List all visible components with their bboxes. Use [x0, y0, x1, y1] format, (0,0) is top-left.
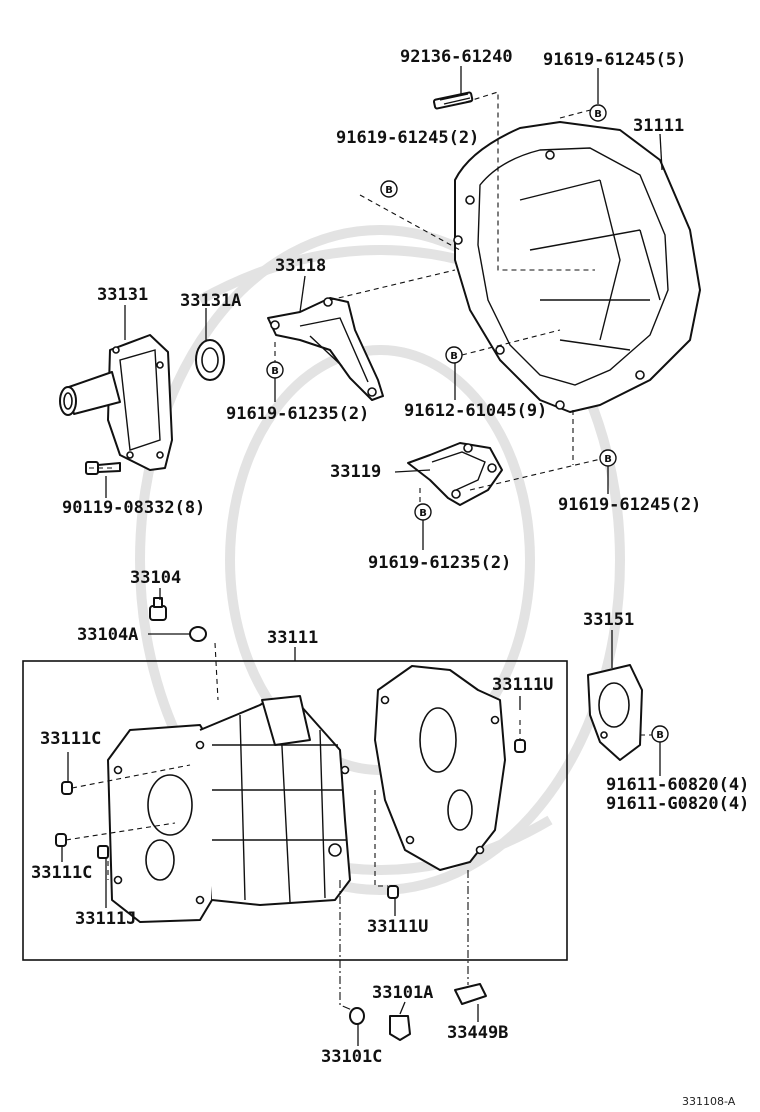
part-label: 91612-61045(9) [404, 401, 547, 421]
part-labels: 92136-61240 91619-61245(5) 91619-61245(2… [31, 47, 749, 1108]
bolt-marker-1: B [589, 104, 607, 122]
bolt-marker-3: B [266, 361, 284, 379]
svg-text:B: B [385, 185, 393, 196]
svg-text:B: B [604, 454, 612, 465]
part-label: 33449B [447, 1023, 508, 1043]
part-label: 33111C [40, 729, 101, 749]
part-label: 33101C [321, 1047, 382, 1067]
part-label: 33111J [75, 909, 136, 929]
bell-housing-31111 [453, 121, 701, 413]
oil-seal [195, 339, 225, 381]
drain-plug [389, 1015, 411, 1041]
clip-33449b [454, 983, 487, 1005]
svg-text:B: B [450, 351, 458, 362]
bolt-marker-5: B [599, 449, 617, 467]
svg-text:B: B [419, 508, 427, 519]
svg-text:B: B [656, 730, 664, 741]
part-label: 33131A [180, 291, 241, 311]
assembly-lines [65, 91, 652, 1011]
transmission-case [107, 695, 351, 923]
bolt-marker-2: B [380, 180, 398, 198]
part-label: 33111U [367, 917, 428, 937]
leader-lines [61, 66, 663, 1046]
figure-code: 331108-A [682, 1095, 736, 1108]
bolt-marker-4: B [445, 346, 463, 364]
part-label: 33111 [267, 628, 318, 648]
stud-bolt [432, 91, 474, 110]
intermediate-plate [374, 665, 506, 871]
extension-housing-33131 [59, 334, 173, 471]
bracket-33118 [267, 297, 384, 401]
part-label: 33151 [583, 610, 634, 630]
part-label: 91619-61245(2) [558, 495, 701, 515]
part-label: 33111C [31, 863, 92, 883]
part-label: 92136-61240 [400, 47, 513, 67]
drain-gasket [349, 1007, 365, 1025]
gasket-33104a [189, 626, 207, 642]
bolt-marker-6: B [414, 503, 432, 521]
cover-33151 [587, 664, 643, 761]
part-label: 91611-60820(4) [606, 775, 749, 795]
part-label: 33111U [492, 675, 553, 695]
part-label: 90119-08332(8) [62, 498, 205, 518]
part-label: 91619-61235(2) [226, 404, 369, 424]
part-label: 91619-61245(2) [336, 128, 479, 148]
part-label: 33119 [330, 462, 381, 482]
bolt-marker-7: B [651, 725, 669, 743]
part-label: 33104A [77, 625, 138, 645]
svg-text:B: B [271, 366, 279, 377]
part-label: 91619-61235(2) [368, 553, 511, 573]
part-label: 91619-61245(5) [543, 50, 686, 70]
plug-33104 [149, 597, 167, 621]
part-label: 33118 [275, 256, 326, 276]
bracket-33119 [407, 442, 503, 506]
part-label: 31111 [633, 116, 684, 136]
svg-text:B: B [594, 109, 602, 120]
part-label: 91611-G0820(4) [606, 794, 749, 814]
part-label: 33104 [130, 568, 181, 588]
part-label: 33101A [372, 983, 433, 1003]
part-label: 33131 [97, 285, 148, 305]
